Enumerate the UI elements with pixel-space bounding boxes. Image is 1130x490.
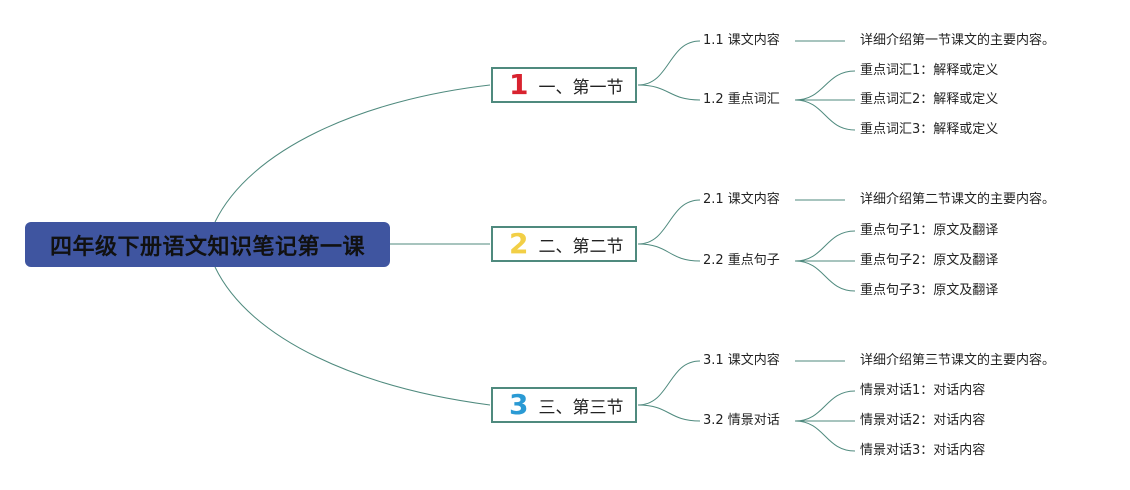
section-2-label: 二、第二节 [538, 236, 624, 257]
number-3-icon: 3 [509, 388, 529, 421]
section-3-sub-2-leaf-2[interactable]: 情景对话2：对话内容 [860, 413, 986, 428]
section-2-sub-2[interactable]: 2.2 重点句子 [703, 253, 780, 268]
section-3-topic[interactable]: 3 三、第三节 [491, 387, 637, 423]
link-s2-sub1 [637, 199, 701, 245]
link-root-section-3 [214, 266, 491, 406]
section-3-sub-2[interactable]: 3.2 情景对话 [703, 413, 780, 428]
number-1-icon: 1 [509, 68, 529, 101]
section-2-sub-2-leaf-1[interactable]: 重点句子1：原文及翻译 [860, 223, 999, 238]
section-1-sub-2-leaf-1[interactable]: 重点词汇1：解释或定义 [860, 63, 999, 78]
link-s1-leaf4 [794, 99, 856, 131]
section-2-sub-2-leaf-2[interactable]: 重点句子2：原文及翻译 [860, 253, 999, 268]
section-3-sub-2-leaf-1[interactable]: 情景对话1：对话内容 [860, 383, 986, 398]
root-topic[interactable]: 四年级下册语文知识笔记第一课 [25, 222, 390, 267]
section-3-sub-2-leaf-3[interactable]: 情景对话3：对话内容 [860, 443, 986, 458]
section-3-sub-1-leaf-1[interactable]: 详细介绍第三节课文的主要内容。 [860, 353, 1056, 368]
number-2-icon: 2 [509, 227, 529, 260]
section-2-sub-2-leaf-3[interactable]: 重点句子3：原文及翻译 [860, 283, 999, 298]
section-1-topic[interactable]: 1 一、第一节 [491, 67, 637, 103]
link-s1-sub2 [637, 84, 701, 101]
link-s3-sub1 [637, 360, 701, 406]
section-1-sub-1-leaf-1[interactable]: 详细介绍第一节课文的主要内容。 [860, 33, 1056, 48]
section-1-label: 一、第一节 [538, 77, 624, 98]
section-3-label: 三、第三节 [538, 397, 624, 418]
link-s3-leaf2 [794, 390, 856, 422]
link-s1-sub1 [637, 40, 701, 86]
link-s3-leaf4 [794, 420, 856, 452]
section-1-sub-1[interactable]: 1.1 课文内容 [703, 33, 780, 48]
section-2-sub-1[interactable]: 2.1 课文内容 [703, 192, 780, 207]
link-s1-leaf2 [794, 70, 856, 101]
section-2-sub-1-leaf-1[interactable]: 详细介绍第二节课文的主要内容。 [860, 192, 1056, 207]
link-root-section-1 [214, 84, 491, 223]
section-2-topic[interactable]: 2 二、第二节 [491, 226, 637, 262]
root-title: 四年级下册语文知识笔记第一课 [49, 234, 365, 260]
section-1-sub-2-leaf-2[interactable]: 重点词汇2：解释或定义 [860, 92, 999, 107]
section-1-sub-2[interactable]: 1.2 重点词汇 [703, 92, 780, 107]
link-s2-leaf4 [794, 260, 856, 292]
link-s2-sub2 [637, 243, 701, 262]
link-s2-leaf2 [794, 230, 856, 262]
link-s3-sub2 [637, 404, 701, 422]
section-1-sub-2-leaf-3[interactable]: 重点词汇3：解释或定义 [860, 122, 999, 137]
section-3-sub-1[interactable]: 3.1 课文内容 [703, 353, 780, 368]
